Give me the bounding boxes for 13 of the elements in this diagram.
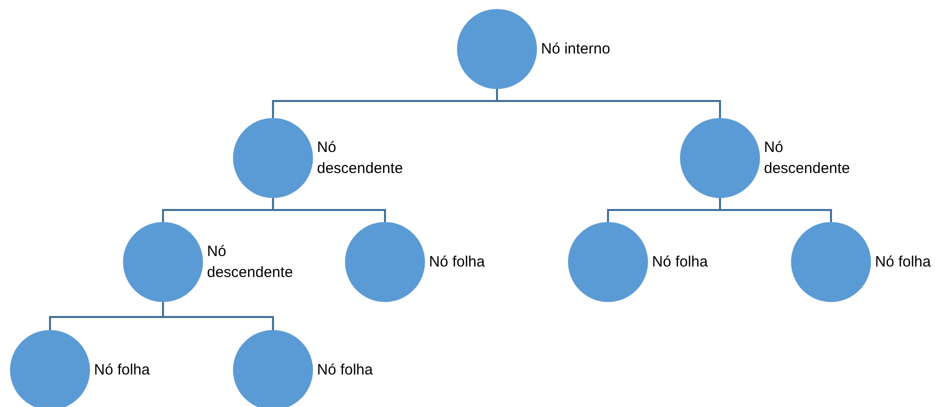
node-label: Nó folha [317,360,374,380]
connector-line [272,198,386,222]
connector-line [719,198,832,222]
node-label: Nó folha [875,252,932,272]
node-label: Nó interno [541,40,612,60]
node-label: Nó descendente [317,138,404,179]
node-label: Nó folha [652,252,709,272]
connector-line [496,89,721,118]
node-label: Nó descendente [207,242,294,283]
node-label: Nó descendente [764,138,851,179]
node-label: Nó folha [94,360,151,380]
node-label: Nó folha [429,252,486,272]
connector-line [162,302,274,330]
